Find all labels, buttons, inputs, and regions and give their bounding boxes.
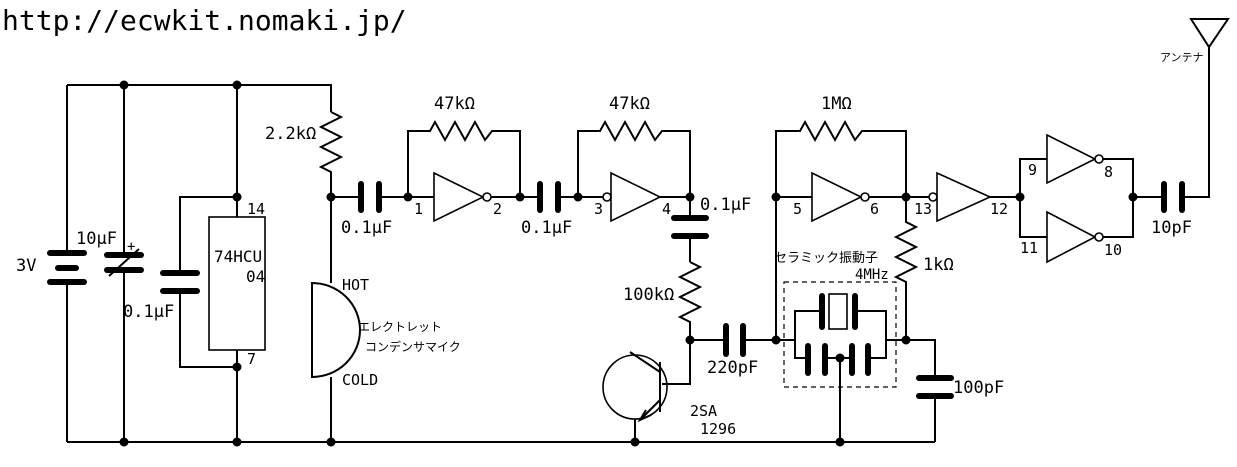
antenna-label: アンテナ bbox=[1160, 51, 1204, 64]
inverter-3 bbox=[776, 171, 906, 223]
mic-hot-label: HOT bbox=[342, 276, 369, 294]
feedback-resistor-47k-b bbox=[577, 119, 691, 197]
resistor-100k bbox=[677, 261, 703, 340]
feedback-resistor-1M bbox=[775, 119, 907, 340]
cap-10p-label: 10pF bbox=[1151, 218, 1192, 238]
ceramic-resonator bbox=[776, 281, 906, 442]
resistor-2k2-label: 2.2kΩ bbox=[265, 124, 316, 144]
resistor-1M-label: 1MΩ bbox=[821, 94, 852, 114]
capacitor-10p bbox=[1133, 47, 1210, 213]
inverter-4 bbox=[906, 171, 1020, 223]
pin12-label: 12 bbox=[990, 200, 1008, 218]
resistor-2k2 bbox=[318, 111, 344, 283]
pin8-label: 8 bbox=[1104, 163, 1113, 181]
transistor-2sa1296 bbox=[602, 339, 714, 442]
bypass-capacitor bbox=[160, 196, 237, 368]
pin10-label: 10 bbox=[1104, 241, 1122, 259]
transistor-name-line2: 1296 bbox=[700, 420, 736, 438]
electrolytic-capacitor bbox=[104, 85, 144, 442]
ic-pin14-label: 14 bbox=[247, 200, 265, 218]
ic-name-line1: 74HCU bbox=[214, 247, 262, 266]
resonator-name: セラミック振動子 bbox=[774, 251, 878, 266]
resonator-freq: 4MHz bbox=[855, 267, 889, 283]
url-text: http://ecwkit.nomaki.jp/ bbox=[2, 4, 407, 37]
coupling-cap-3 bbox=[671, 197, 709, 262]
coupling-cap-1 bbox=[331, 181, 408, 213]
pin1-label: 1 bbox=[414, 200, 423, 218]
capacitor-100p bbox=[906, 339, 954, 442]
cap-c1-label: 0.1μF bbox=[341, 218, 392, 238]
capacitor-220p bbox=[714, 323, 776, 357]
resistor-1k bbox=[893, 197, 919, 340]
resistor-1k-label: 1kΩ bbox=[923, 255, 954, 275]
feedback-resistor-47k-a bbox=[407, 119, 521, 197]
pin11-label: 11 bbox=[1020, 239, 1038, 257]
pin6-label: 6 bbox=[870, 200, 879, 218]
pin2-label: 2 bbox=[493, 200, 502, 218]
ic-pin7-label: 7 bbox=[247, 350, 256, 368]
pin9-label: 9 bbox=[1028, 161, 1037, 179]
ic-name-line2: 04 bbox=[246, 267, 265, 286]
top-rail-wire bbox=[67, 84, 332, 112]
cap-c2-label: 0.1μF bbox=[521, 218, 572, 238]
junction-dots bbox=[119, 80, 1138, 447]
electret-mic bbox=[311, 281, 361, 442]
cap-10u-label: 10μF bbox=[76, 229, 117, 249]
mic-cold-label: COLD bbox=[342, 371, 378, 389]
resistor-47k-b-label: 47kΩ bbox=[609, 94, 650, 114]
resistor-47k-a-label: 47kΩ bbox=[434, 94, 475, 114]
pin4-label: 4 bbox=[662, 200, 671, 218]
transistor-name-line1: 2SA bbox=[690, 402, 717, 420]
cap-c3-label: 0.1μF bbox=[700, 195, 751, 215]
battery-label: 3V bbox=[16, 256, 36, 276]
antenna-symbol bbox=[1189, 18, 1230, 49]
inverter-1 bbox=[408, 171, 520, 223]
pin5-label: 5 bbox=[793, 200, 802, 218]
pin3-label: 3 bbox=[594, 200, 603, 218]
battery-symbol bbox=[47, 85, 87, 442]
mic-name-line1: エレクトレット bbox=[358, 320, 442, 334]
cap-plus-label: + bbox=[127, 239, 135, 255]
inverter-5 bbox=[1019, 133, 1134, 197]
resistor-100k-label: 100kΩ bbox=[623, 285, 674, 305]
cap-bypass-label: 0.1μF bbox=[123, 302, 174, 322]
coupling-cap-2 bbox=[520, 181, 578, 213]
inverter-6 bbox=[1019, 197, 1134, 264]
mic-name-line2: コンデンサマイク bbox=[365, 339, 461, 354]
pin13-label: 13 bbox=[914, 200, 932, 218]
cap-100p-label: 100pF bbox=[953, 378, 1004, 398]
cap-220p-label: 220pF bbox=[707, 358, 758, 378]
